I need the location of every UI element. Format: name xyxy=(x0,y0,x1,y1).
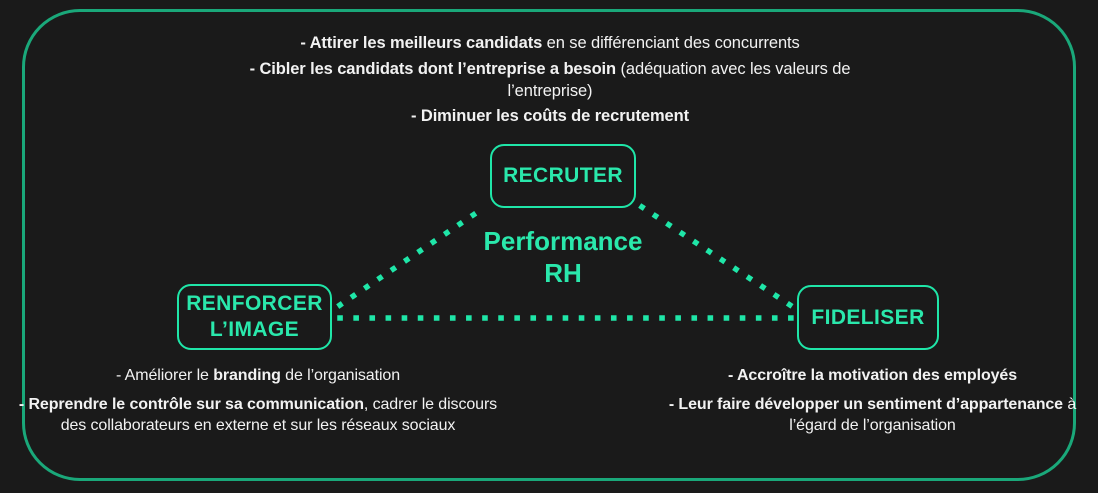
node-recruter[interactable]: RECRUTER xyxy=(490,144,636,208)
top-objectives-text: - Attirer les meilleurs candidats en se … xyxy=(230,33,870,128)
connector-recruter-fideliser xyxy=(638,203,797,311)
right-line-2: - Leur faire développer un sentiment d’a… xyxy=(665,394,1080,436)
left-line-1-bold: branding xyxy=(213,367,281,384)
left-line-1-pre: - Améliorer le xyxy=(115,367,214,384)
left-line-2-rest: , cadrer le discours des collaborateurs … xyxy=(60,396,498,435)
center-title-line2: RH xyxy=(544,257,582,288)
center-title-line1: Performance xyxy=(483,226,643,256)
right-line-2-bold: - Leur faire développer un sentiment d’a… xyxy=(668,396,1063,414)
node-recruter-label: RECRUTER xyxy=(503,164,623,188)
right-line-1-bold: - Accroître la motivation des employés xyxy=(727,367,1018,384)
top-line-3: - Diminuer les coûts de recrutement xyxy=(230,106,870,128)
left-line-1-post: de l’organisation xyxy=(280,367,400,384)
top-line-1-rest: en se différenciant des concurrents xyxy=(542,34,800,52)
node-renforcer-label-line1: RENFORCER xyxy=(186,292,323,316)
node-fideliser-label: FIDELISER xyxy=(811,305,925,329)
left-line-2-bold: - Reprendre le contrôle sur sa communica… xyxy=(18,396,364,414)
right-objectives-text: - Accroître la motivation des employés -… xyxy=(665,365,1080,436)
node-fideliser[interactable]: FIDELISER xyxy=(797,285,939,350)
top-line-1-bold: - Attirer les meilleurs candidats xyxy=(300,34,543,52)
left-line-1: - Améliorer le branding de l’organisatio… xyxy=(18,365,498,386)
right-line-2-rest: à l’égard de l’organisation xyxy=(789,396,1077,435)
right-line-1: - Accroître la motivation des employés xyxy=(665,365,1080,386)
top-line-2-rest: (adéquation avec les valeurs de l’entrep… xyxy=(507,59,851,100)
top-line-3-bold: - Diminuer les coûts de recrutement xyxy=(411,107,689,126)
top-line-2-bold: - Cibler les candidats dont l’entreprise… xyxy=(249,59,617,78)
node-renforcer-label-line2: L’IMAGE xyxy=(209,318,300,341)
top-line-2: - Cibler les candidats dont l’entreprise… xyxy=(230,59,870,103)
left-line-2: - Reprendre le contrôle sur sa communica… xyxy=(18,394,498,436)
center-title: Performance RH xyxy=(463,226,663,289)
left-objectives-text: - Améliorer le branding de l’organisatio… xyxy=(18,365,498,436)
top-line-1: - Attirer les meilleurs candidats en se … xyxy=(230,33,870,55)
